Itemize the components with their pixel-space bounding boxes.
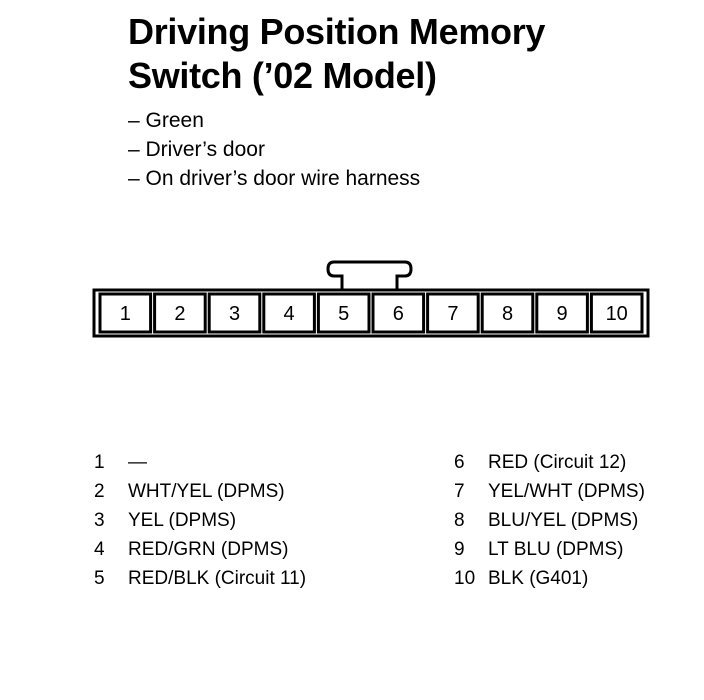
pin-number: 9 <box>454 539 465 560</box>
pin-label-6: 6 <box>393 303 404 325</box>
connector-notes: Green Driver’s door On driver’s door wir… <box>128 106 421 193</box>
pin-label-2: 2 <box>174 303 185 325</box>
pin-number: 1 <box>94 452 105 473</box>
pin-label-7: 7 <box>447 303 458 325</box>
pin-cavity-10 <box>589 292 644 334</box>
pin-description: YEL/WHT (DPMS) <box>488 481 645 502</box>
title-line-2: Switch (’02 Model) <box>128 55 437 96</box>
pin-number: 6 <box>454 452 465 473</box>
pinout-row: 10 BLK (G401) <box>454 564 645 593</box>
pinout-row: 7 YEL/WHT (DPMS) <box>454 477 645 506</box>
pin-description: WHT/YEL (DPMS) <box>128 481 285 502</box>
pin-label-10: 10 <box>606 303 628 325</box>
pin-label-8: 8 <box>502 303 513 325</box>
pin-cavity-6 <box>371 292 426 334</box>
pin-number: 3 <box>94 510 105 531</box>
pin-number: 2 <box>94 481 105 502</box>
pin-description: YEL (DPMS) <box>128 510 237 531</box>
pin-number: 8 <box>454 510 465 531</box>
page-title: Driving Position Memory Switch (’02 Mode… <box>128 10 545 98</box>
pin-description: BLK (G401) <box>488 568 589 589</box>
pinout-row: 9 LT BLU (DPMS) <box>454 535 645 564</box>
note-color: Green <box>128 106 420 135</box>
pin-label-4: 4 <box>284 303 295 325</box>
pin-description: RED (Circuit 12) <box>488 452 627 473</box>
pin-cavity-1 <box>98 292 153 334</box>
pinout-row: 5 RED/BLK (Circuit 11) <box>94 564 306 593</box>
pin-number: 10 <box>454 568 476 589</box>
pinout-row: 8 BLU/YEL (DPMS) <box>454 506 645 535</box>
connector-latch <box>326 260 413 292</box>
connector-diagram: 1 2 3 4 5 6 7 8 9 10 <box>92 260 650 338</box>
pinout-row: 3 YEL (DPMS) <box>94 506 306 535</box>
pin-number: 5 <box>94 568 105 589</box>
pinout-row: 2 WHT/YEL (DPMS) <box>94 477 306 506</box>
pinout-legend-right: 6 RED (Circuit 12) 7 YEL/WHT (DPMS) 8 BLU/Y… <box>454 448 645 593</box>
pin-label-5: 5 <box>338 303 349 325</box>
pin-description: — <box>128 452 147 473</box>
pin-number: 7 <box>454 481 465 502</box>
title-line-1: Driving Position Memory <box>128 11 546 52</box>
pin-cavity-7 <box>426 292 480 334</box>
connector-pins: 1 2 3 4 5 6 7 8 9 10 <box>98 292 644 334</box>
pin-label-9: 9 <box>557 303 568 325</box>
pin-description: BLU/YEL (DPMS) <box>488 510 639 531</box>
pin-cavity-9 <box>535 292 589 334</box>
pinout-row: 4 RED/GRN (DPMS) <box>94 535 306 564</box>
pin-cavity-4 <box>262 292 316 334</box>
pin-label-1: 1 <box>120 303 131 325</box>
pin-cavity-5 <box>316 292 371 334</box>
pin-cavity-8 <box>480 292 535 334</box>
pin-label-3: 3 <box>229 303 240 325</box>
pin-description: LT BLU (DPMS) <box>488 539 624 560</box>
note-location: Driver’s door <box>128 135 420 164</box>
pin-description: RED/BLK (Circuit 11) <box>128 568 307 589</box>
pin-cavity-2 <box>153 292 207 334</box>
pin-cavity-3 <box>207 292 262 334</box>
note-harness: On driver’s door wire harness <box>128 164 421 193</box>
pinout-row: 6 RED (Circuit 12) <box>454 448 645 477</box>
pin-number: 4 <box>94 539 105 560</box>
pinout-row: 1— <box>94 448 306 477</box>
pin-description: RED/GRN (DPMS) <box>128 539 289 560</box>
